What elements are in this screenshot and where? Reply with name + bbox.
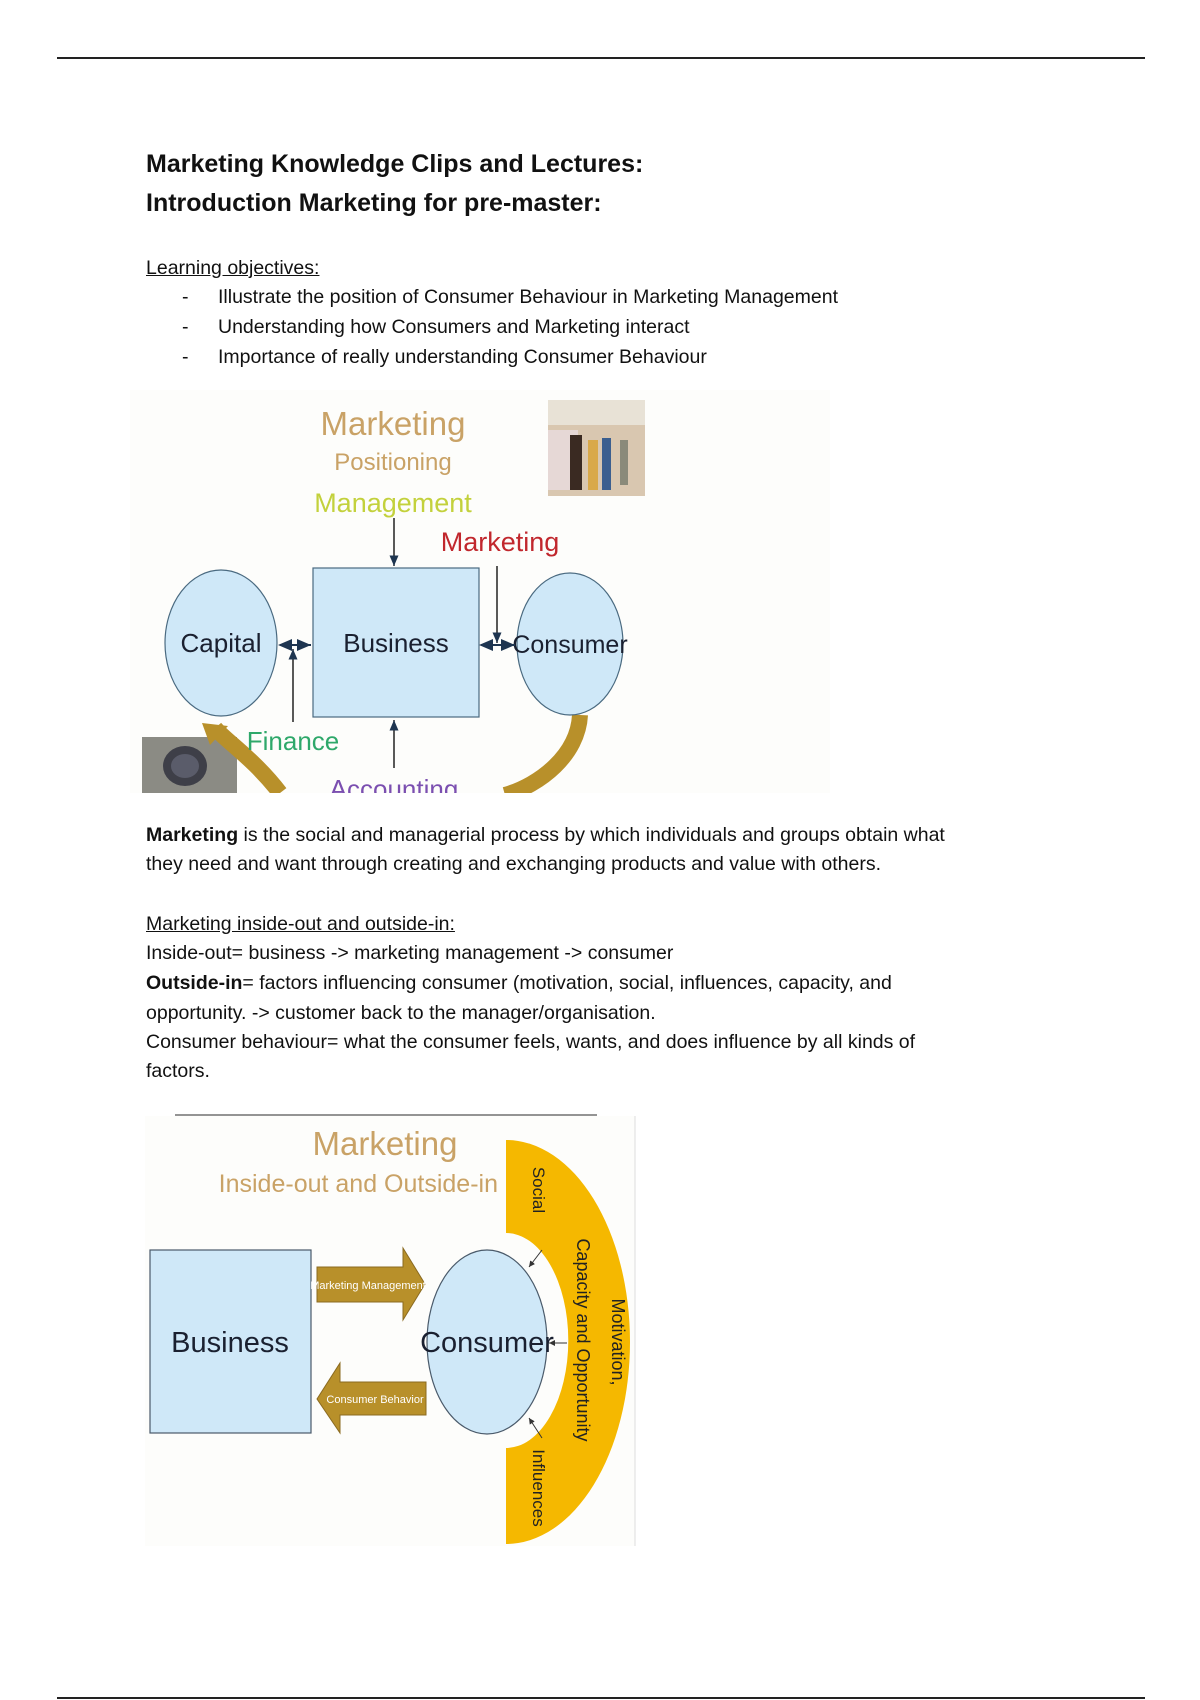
supermarket-photo (548, 400, 645, 496)
bullet: - (182, 286, 189, 308)
objective-item: Understanding how Consumers and Marketin… (218, 316, 690, 338)
diagram-title: Marketing (321, 405, 466, 442)
definition-line-2: they need and want through creating and … (146, 853, 882, 875)
title-line-1: Marketing Knowledge Clips and Lectures: (146, 150, 644, 178)
bottom-rule (57, 1697, 1145, 1699)
business-label: Business (171, 1327, 289, 1359)
outside-in-line: Outside-in= factors influencing consumer… (146, 972, 892, 995)
capital-node (164, 569, 278, 717)
consumer-label: Consumer (512, 631, 627, 659)
inside-out-heading: Marketing inside-out and outside-in: (146, 913, 455, 935)
consumer-return-arrow (502, 714, 588, 793)
consumer-behaviour-line-2: factors. (146, 1060, 210, 1082)
consumer-node (516, 572, 624, 716)
objective-item: Illustrate the position of Consumer Beha… (218, 286, 838, 308)
business-node (149, 1249, 312, 1434)
definition-text: is the social and managerial process by … (238, 824, 945, 846)
motivation-label: Motivation, (608, 1298, 628, 1385)
influences-label: Influences (529, 1449, 548, 1527)
marketing-management-label: Marketing Management (310, 1280, 426, 1292)
consumer-node (426, 1249, 548, 1435)
bullet: - (182, 316, 189, 338)
objectives-heading: Learning objectives: (146, 257, 320, 279)
objective-item: Importance of really understanding Consu… (218, 346, 707, 368)
business-label: Business (343, 628, 449, 658)
finance-label: Finance (247, 726, 340, 756)
definition-term: Marketing (146, 824, 239, 846)
business-node (312, 567, 480, 718)
outside-in-text: = factors influencing consumer (motivati… (242, 972, 892, 994)
coins-photo (142, 737, 237, 793)
marketing-position-diagram: Marketing Positioning Management Marketi… (130, 390, 830, 800)
inside-out-line: Inside-out= business -> marketing manage… (146, 942, 674, 964)
capacity-label: Capacity and Opportunity (573, 1238, 593, 1441)
title-line-2: Introduction Marketing for pre-master: (146, 189, 602, 217)
consumer-behavior-arrow (316, 1361, 427, 1435)
outside-in-line-2: opportunity. -> customer back to the man… (146, 1002, 656, 1024)
diagram-subtitle: Inside-out and Outside-in (219, 1170, 498, 1198)
social-label: Social (529, 1167, 548, 1213)
diagram-subtitle: Positioning (334, 449, 451, 476)
consumer-behaviour-line: Consumer behaviour= what the consumer fe… (146, 1031, 916, 1053)
marketing-label: Marketing (441, 527, 560, 557)
capital-label: Capital (181, 628, 262, 658)
consumer-behavior-label: Consumer Behavior (326, 1394, 424, 1406)
social-arrow (528, 1249, 543, 1268)
consumer-label: Consumer (420, 1327, 554, 1359)
accounting-label: Accounting (330, 774, 459, 800)
top-rule (57, 57, 1145, 59)
inside-out-outside-in-diagram: Marketing Inside-out and Outside-in Busi… (145, 1114, 636, 1546)
management-label: Management (314, 488, 472, 518)
marketing-management-arrow (316, 1246, 426, 1322)
influence-factors-arc (506, 1140, 630, 1544)
arrow-head (202, 723, 228, 745)
influences-arrow (528, 1417, 543, 1439)
definition-line-1: Marketing is the social and managerial p… (146, 824, 945, 847)
diagram-title: Marketing (313, 1125, 458, 1162)
outside-in-term: Outside-in (146, 972, 243, 994)
bullet: - (182, 346, 189, 368)
